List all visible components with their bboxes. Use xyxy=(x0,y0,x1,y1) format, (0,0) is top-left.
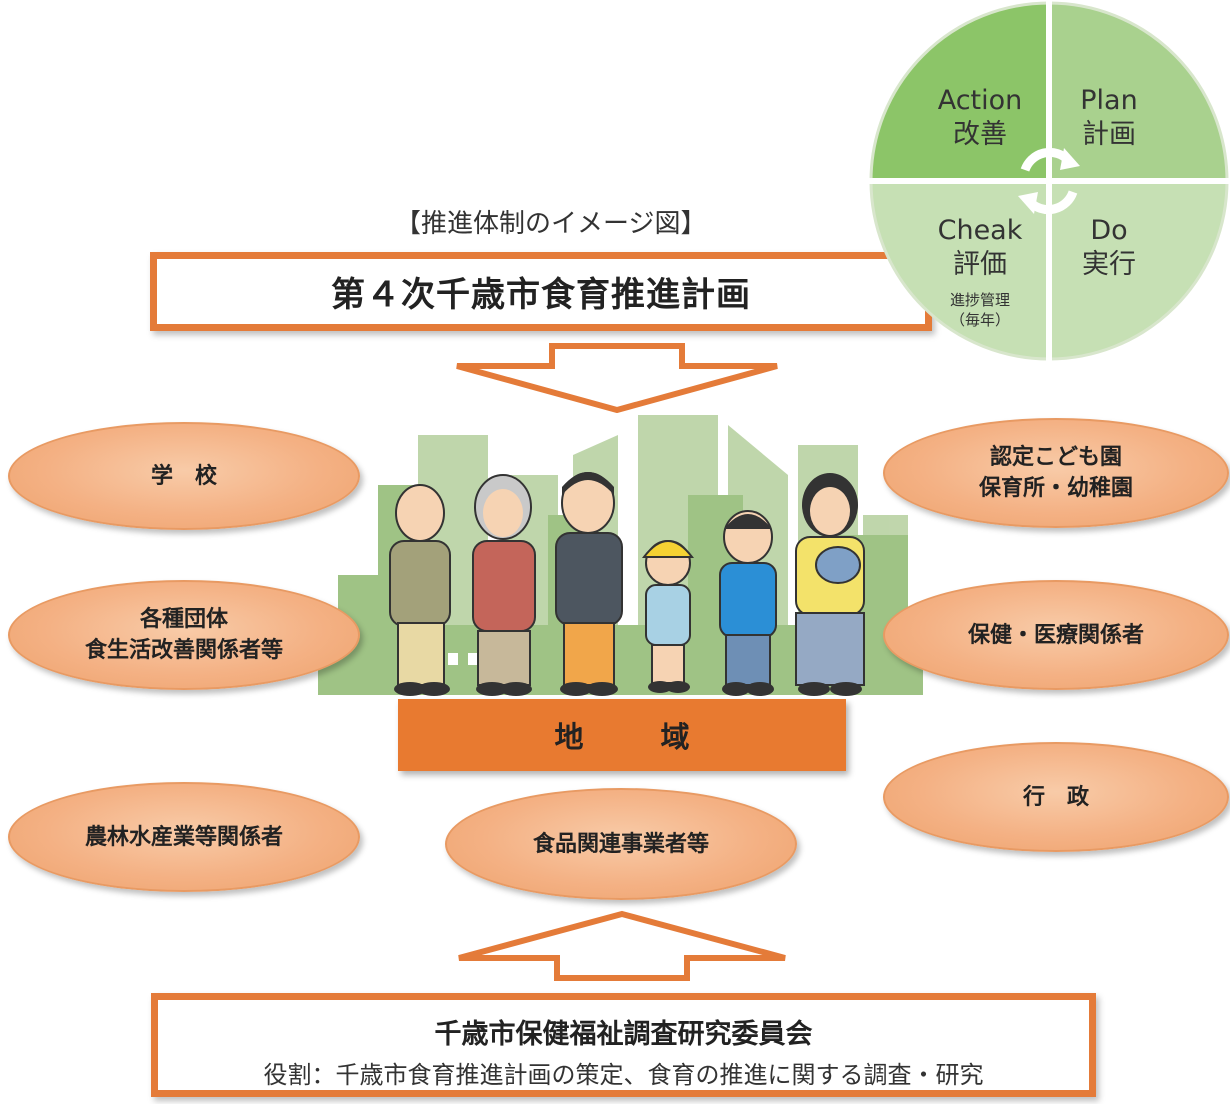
pdca-plan-en: Plan xyxy=(1080,85,1138,116)
pdca-check-note2: （毎年） xyxy=(949,311,1010,329)
nursery-label-line2: 保育所・幼稚園 xyxy=(978,476,1133,501)
grandpa-figure xyxy=(389,484,451,696)
region-label: 地 域 xyxy=(554,720,714,754)
down-arrow xyxy=(456,343,778,413)
groups-label-line2: 食生活改善関係者等 xyxy=(84,638,283,663)
diagram-caption: 【推進体制のイメージ図】 xyxy=(395,209,707,239)
pdca-action-jp: 改善 xyxy=(953,119,1007,150)
community-illustration xyxy=(318,415,923,696)
region-box: 地 域 xyxy=(398,699,846,771)
administration-label: 行 政 xyxy=(1022,784,1089,810)
committee-title: 千歳市保健福祉調査研究委員会 xyxy=(434,1019,813,1050)
health-label: 保健・医療関係者 xyxy=(967,622,1144,648)
oval-health: 保健・医療関係者 xyxy=(883,580,1229,690)
oval-nursery: 認定こども園 保育所・幼稚園 xyxy=(883,418,1229,528)
oval-groups: 各種団体 食生活改善関係者等 xyxy=(8,580,360,690)
food-business-label: 食品関連事業者等 xyxy=(532,831,709,857)
pdca-plan-jp: 計画 xyxy=(1082,119,1136,150)
committee-box: 千歳市保健福祉調査研究委員会 役割：千歳市食育推進計画の策定、食育の推進に関する… xyxy=(151,993,1096,1097)
pdca-do-jp: 実行 xyxy=(1082,249,1136,280)
pdca-do-en: Do xyxy=(1090,215,1128,246)
pdca-check-note1: 進捗管理 xyxy=(949,291,1010,309)
pdca-check-en: Cheak xyxy=(937,215,1023,246)
father-figure xyxy=(555,472,623,696)
pdca-cycle: Action 改善 Plan 計画 Cheak 評価 進捗管理 （毎年） Do … xyxy=(868,0,1230,362)
mother-figure xyxy=(795,473,865,696)
plan-title: 第４次千歳市食育推進計画 xyxy=(331,275,751,315)
boy-figure xyxy=(719,510,777,696)
school-label: 学 校 xyxy=(150,463,217,489)
oval-school: 学 校 xyxy=(8,422,360,530)
oval-food-business: 食品関連事業者等 xyxy=(445,788,797,900)
oval-agriculture: 農林水産業等関係者 xyxy=(8,782,360,892)
plan-title-box: 第４次千歳市食育推進計画 xyxy=(150,252,932,331)
grandma-figure xyxy=(472,474,536,696)
agriculture-label: 農林水産業等関係者 xyxy=(84,824,283,850)
oval-administration: 行 政 xyxy=(883,742,1229,852)
pdca-check-jp: 評価 xyxy=(953,249,1007,280)
up-arrow xyxy=(458,910,786,981)
committee-role: 役割：千歳市食育推進計画の策定、食育の推進に関する調査・研究 xyxy=(263,1061,984,1089)
pdca-action-en: Action xyxy=(937,85,1023,116)
child-figure xyxy=(641,540,695,693)
groups-label-line1: 各種団体 xyxy=(139,607,228,632)
family-figures xyxy=(389,472,865,696)
nursery-label-line1: 認定こども園 xyxy=(989,445,1122,470)
pdca-circle-graphic xyxy=(868,0,1230,362)
